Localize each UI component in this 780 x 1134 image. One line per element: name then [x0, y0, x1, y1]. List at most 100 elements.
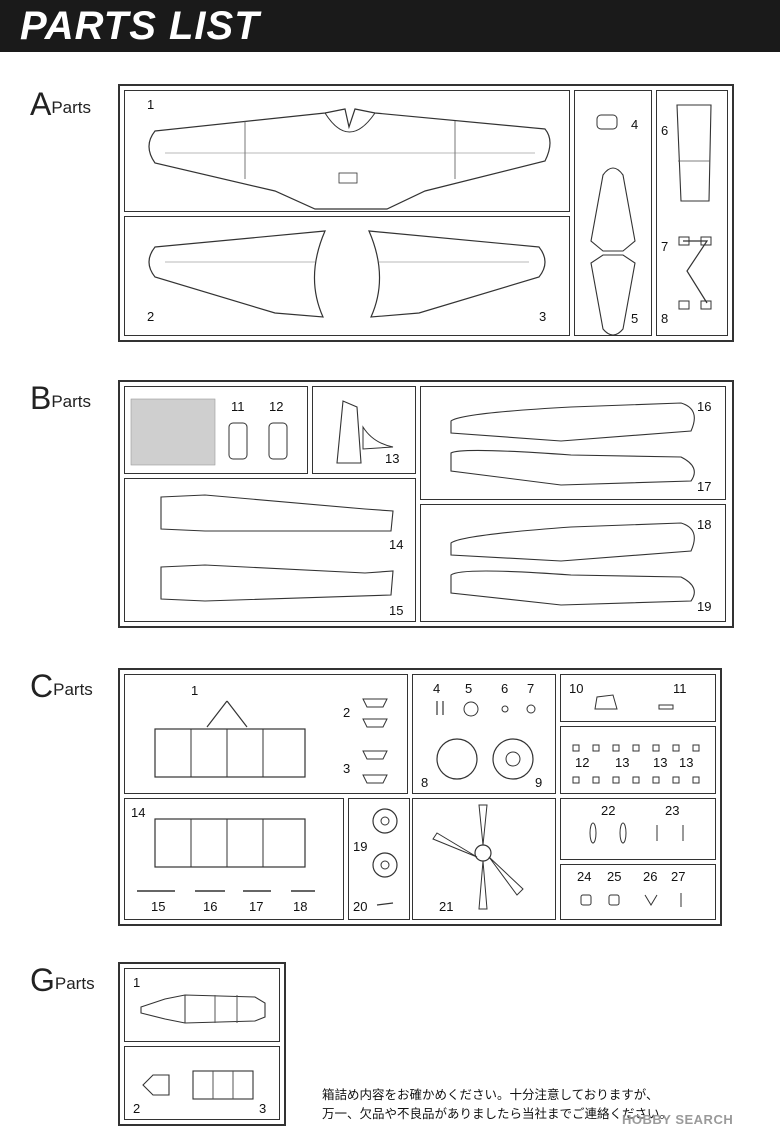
part-number: 7: [527, 681, 535, 696]
part-number: 5: [631, 311, 639, 326]
section-letter: B: [30, 380, 52, 416]
part-number: 6: [501, 681, 509, 696]
upper-wing-drawing: [148, 108, 551, 210]
cockpit-drawing: [140, 994, 266, 1024]
footer-line-1: 箱詰め内容をお確かめください。十分注意しておりますが、: [322, 1087, 659, 1102]
c14-c18-drawing: [137, 818, 315, 892]
b16-b17-drawing: [450, 402, 695, 486]
part-number: 4: [433, 681, 441, 696]
part-number: 5: [465, 681, 473, 696]
g2-g3-drawing: [142, 1070, 254, 1100]
c12-c13-drawing: [572, 744, 700, 784]
section-word: Parts: [51, 392, 92, 411]
part-number: 2: [343, 705, 351, 720]
section-word: Parts: [51, 98, 92, 117]
c4-c9-drawing: [436, 701, 536, 780]
part-number: 19: [353, 839, 368, 854]
part-c24-c27-cell: 24 25 26 27: [560, 864, 716, 920]
fin-drawing: [336, 400, 394, 464]
part-number: 9: [535, 775, 543, 790]
part-number: 3: [343, 761, 351, 776]
c24-c27-drawing: [580, 893, 682, 907]
a6-a8-drawing: [676, 104, 712, 310]
part-a1-upper-wing: 1: [124, 90, 570, 212]
part-number: 22: [601, 803, 616, 818]
part-number: 12: [269, 399, 284, 414]
part-number: 17: [249, 899, 264, 914]
runner-g: 1 2 3: [118, 962, 286, 1126]
part-number: 13: [385, 451, 400, 466]
part-number: 1: [191, 683, 199, 698]
part-c22-c23-cell: 22 23: [560, 798, 716, 860]
b14-b15-drawing: [160, 494, 394, 602]
section-letter: G: [30, 962, 55, 998]
section-label-b: BParts: [30, 380, 91, 417]
part-number: 14: [389, 537, 404, 552]
part-c4-c9-cell: 4 5 6 7 8 9: [412, 674, 556, 794]
part-number: 17: [697, 479, 712, 494]
section-letter: C: [30, 668, 54, 704]
part-number: 23: [665, 803, 680, 818]
part-number: 27: [671, 869, 686, 884]
lower-wings-drawing: [148, 230, 546, 318]
part-c21-cell: 21: [412, 798, 556, 920]
part-b16-b17-cell: 16 17: [420, 386, 726, 500]
part-a4-a5-tailplane: 4 5: [574, 90, 652, 336]
part-number: 25: [607, 869, 622, 884]
part-c14-c18-cell: 14 15 16 17 18: [124, 798, 344, 920]
part-number: 13: [615, 755, 630, 770]
part-number: 18: [697, 517, 712, 532]
section-word: Parts: [54, 974, 95, 993]
part-number: 11: [231, 399, 245, 414]
watermark: HOBBY SEARCH: [622, 1112, 734, 1127]
runner-a: 1 2 3 4 5 6 7 8: [118, 84, 734, 342]
part-number: 3: [539, 309, 547, 324]
part-number: 11: [673, 681, 687, 696]
part-number: 2: [133, 1101, 141, 1116]
wheels-drawing: [372, 808, 398, 906]
part-a2-a3-lower-wings: 2 3: [124, 216, 570, 336]
part-number: 21: [439, 899, 454, 914]
part-number: 24: [577, 869, 592, 884]
tailplane-drawing: [590, 114, 636, 335]
runner-b: 11 12 13 16 17 14 15 18 19: [118, 380, 734, 628]
section-label-a: AParts: [30, 86, 91, 123]
part-number: 13: [653, 755, 668, 770]
part-number: 15: [151, 899, 166, 914]
part-g2-g3-cell: 2 3: [124, 1046, 280, 1120]
part-b14-b15-cell: 14 15: [124, 478, 416, 622]
part-number: 12: [575, 755, 590, 770]
part-b18-b19-cell: 18 19: [420, 504, 726, 622]
b11-b12-drawing: [130, 398, 288, 466]
section-word: Parts: [53, 680, 93, 699]
part-number: 8: [661, 311, 669, 326]
part-number: 3: [259, 1101, 267, 1116]
part-number: 7: [661, 239, 669, 254]
part-number: 16: [697, 399, 712, 414]
part-number: 4: [631, 117, 639, 132]
part-c10-c11-cell: 10 11: [560, 674, 716, 722]
part-number: 10: [569, 681, 584, 696]
part-b11-b12-cell: 11 12: [124, 386, 308, 474]
part-number: 6: [661, 123, 669, 138]
part-c1-c3-cell: 1 2 3: [124, 674, 408, 794]
c22-c23-drawing: [589, 822, 684, 844]
part-number: 13: [679, 755, 694, 770]
section-letter: A: [30, 86, 52, 122]
part-c19-c20-cell: 19 20: [348, 798, 410, 920]
part-a6-a8-cell: 6 7 8: [656, 90, 728, 336]
part-number: 14: [131, 805, 146, 820]
runner-c: 1 2 3 4 5 6 7 8 9 10 11: [118, 668, 722, 926]
b18-b19-drawing: [450, 522, 695, 606]
c10-c11-drawing: [594, 694, 674, 710]
part-number: 19: [697, 599, 712, 614]
section-label-g: GParts: [30, 962, 95, 999]
page-title: PARTS LIST: [20, 4, 260, 48]
part-number: 20: [353, 899, 368, 914]
part-g1-cell: 1: [124, 968, 280, 1042]
footer-line-2: 万一、欠品や不良品がありましたら当社までご連絡ください。: [322, 1106, 673, 1121]
title-bar: PARTS LIST: [0, 0, 780, 52]
c1-c3-drawing: [154, 698, 388, 784]
part-number: 1: [133, 975, 141, 990]
part-number: 16: [203, 899, 218, 914]
